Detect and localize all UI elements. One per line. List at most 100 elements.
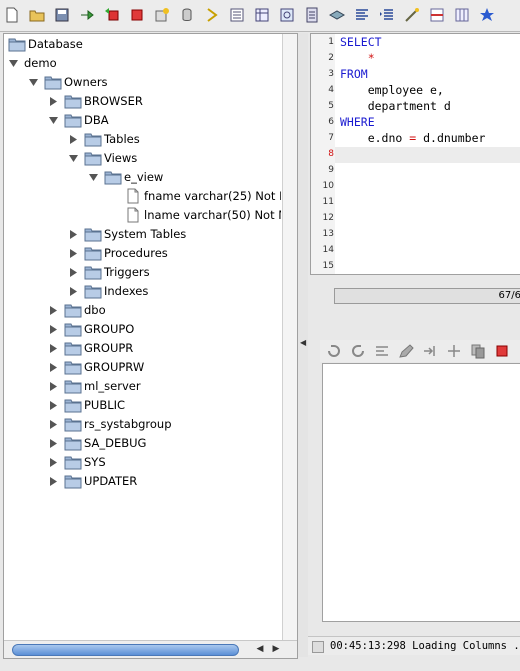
folder-icon (84, 131, 102, 147)
tree-horizontal-scrollbar[interactable]: ◀ ▶ (4, 640, 297, 658)
columns-button[interactable] (454, 7, 470, 23)
move-result-button[interactable] (446, 343, 462, 359)
collapse-arrow-icon[interactable]: ◀ (300, 338, 307, 347)
tree-node-rs-systabgroup[interactable]: rs_systabgroup (4, 415, 281, 433)
open-folder-button[interactable] (29, 7, 45, 23)
delete-button[interactable] (129, 7, 145, 23)
document-button[interactable] (304, 7, 320, 23)
indent-button[interactable] (379, 7, 395, 23)
tree-node-public[interactable]: PUBLIC (4, 396, 281, 414)
tree-node-lname[interactable]: lname varchar(50) Not Nu (4, 206, 281, 224)
folder-icon (84, 150, 102, 166)
tree-node-dbo[interactable]: dbo (4, 301, 281, 319)
collapsed-toggle-icon[interactable] (48, 92, 60, 110)
collapsed-toggle-icon[interactable] (68, 263, 80, 281)
expanded-toggle-icon[interactable] (88, 168, 100, 186)
sql-text: e.dno (340, 131, 410, 145)
tree-node-demo[interactable]: demo (4, 54, 281, 72)
save-button[interactable] (54, 7, 70, 23)
tree-node-label: Indexes (104, 284, 149, 298)
tree-node-updater[interactable]: UPDATER (4, 472, 281, 490)
collapsed-toggle-icon[interactable] (68, 244, 80, 262)
new-item-button[interactable] (154, 7, 170, 23)
wand-button[interactable] (404, 7, 420, 23)
pencil-result-button[interactable] (398, 343, 414, 359)
tree-node-browser[interactable]: BROWSER (4, 92, 281, 110)
tree-node-label: DBA (84, 113, 109, 127)
editor-position-indicator: 67/6 (334, 288, 520, 304)
collapsed-toggle-icon[interactable] (48, 396, 60, 414)
tree-node-sys[interactable]: SYS (4, 453, 281, 471)
results-toolbar (320, 340, 520, 362)
results-pane[interactable] (322, 363, 520, 622)
align-button[interactable] (354, 7, 370, 23)
tree-node-triggers[interactable]: Triggers (4, 263, 281, 281)
expanded-toggle-icon[interactable] (8, 54, 20, 72)
tree-node-dba[interactable]: DBA (4, 111, 281, 129)
tree-node-database[interactable]: Database (4, 35, 281, 53)
new-file-button[interactable] (4, 7, 20, 23)
scroll-right-button[interactable]: ▶ (272, 644, 280, 654)
collapsed-toggle-icon[interactable] (68, 225, 80, 243)
expanded-toggle-icon[interactable] (48, 111, 60, 129)
delete-result-button[interactable] (494, 343, 510, 359)
tree-node-views[interactable]: Views (4, 149, 281, 167)
tree-node-grouprw[interactable]: GROUPRW (4, 358, 281, 376)
tree-node-sa-debug[interactable]: SA_DEBUG (4, 434, 281, 452)
expanded-toggle-icon[interactable] (68, 149, 80, 167)
redo-result-button[interactable] (350, 343, 366, 359)
tree-node-fname[interactable]: fname varchar(25) Not Nu (4, 187, 281, 205)
folder-icon (84, 245, 102, 261)
folder-icon (64, 416, 82, 432)
undo-result-button[interactable] (326, 343, 342, 359)
expanded-toggle-icon[interactable] (28, 73, 40, 91)
tree-vertical-scrollbar[interactable] (282, 34, 297, 640)
tree-scroll-thumb[interactable] (12, 644, 239, 656)
list-button[interactable] (229, 7, 245, 23)
table-button[interactable] (254, 7, 270, 23)
query-button[interactable] (279, 7, 295, 23)
format-result-button[interactable] (374, 343, 390, 359)
split-divider[interactable] (298, 33, 308, 657)
collapsed-toggle-icon[interactable] (48, 453, 60, 471)
collapsed-toggle-icon[interactable] (48, 301, 60, 319)
database-button[interactable] (179, 7, 195, 23)
wand-icon (405, 8, 419, 22)
collapsed-toggle-icon[interactable] (68, 130, 80, 148)
tree-node-owners[interactable]: Owners (4, 73, 281, 91)
tree-node-procedures[interactable]: Procedures (4, 244, 281, 262)
star-button[interactable] (479, 7, 495, 23)
sql-text: d.dnumber (416, 131, 486, 145)
connect-button[interactable] (204, 7, 220, 23)
scroll-left-button[interactable]: ◀ (256, 644, 264, 654)
collapsed-toggle-icon[interactable] (48, 472, 60, 490)
tree-node-label: GROUPO (84, 322, 135, 336)
tree-node-e-view[interactable]: e_view (4, 168, 281, 186)
collapsed-toggle-icon[interactable] (48, 415, 60, 433)
collapsed-toggle-icon[interactable] (48, 358, 60, 376)
tree-node-groupo[interactable]: GROUPO (4, 320, 281, 338)
grid-button[interactable] (429, 7, 445, 23)
tree-node-label: rs_systabgroup (84, 417, 172, 431)
tree-node-label: Owners (64, 75, 108, 89)
collapsed-toggle-icon[interactable] (68, 282, 80, 300)
import-button[interactable] (79, 7, 95, 23)
export-button[interactable] (104, 7, 120, 23)
collapsed-toggle-icon[interactable] (48, 339, 60, 357)
tree-node-indexes[interactable]: Indexes (4, 282, 281, 300)
line-number: 2 (328, 53, 334, 63)
tree-node-label: GROUPR (84, 341, 134, 355)
tree-node-groupr[interactable]: GROUPR (4, 339, 281, 357)
folder-icon (64, 93, 82, 109)
tree-node-ml-server[interactable]: ml_server (4, 377, 281, 395)
insert-result-button[interactable] (422, 343, 438, 359)
tree-node-label: SA_DEBUG (84, 436, 147, 450)
tree-node-system[interactable]: System Tables (4, 225, 281, 243)
tree-node-tables[interactable]: Tables (4, 130, 281, 148)
collapsed-toggle-icon[interactable] (48, 434, 60, 452)
layers-button[interactable] (329, 7, 345, 23)
copy-result-button[interactable] (470, 343, 486, 359)
collapsed-toggle-icon[interactable] (48, 320, 60, 338)
collapsed-toggle-icon[interactable] (48, 377, 60, 395)
